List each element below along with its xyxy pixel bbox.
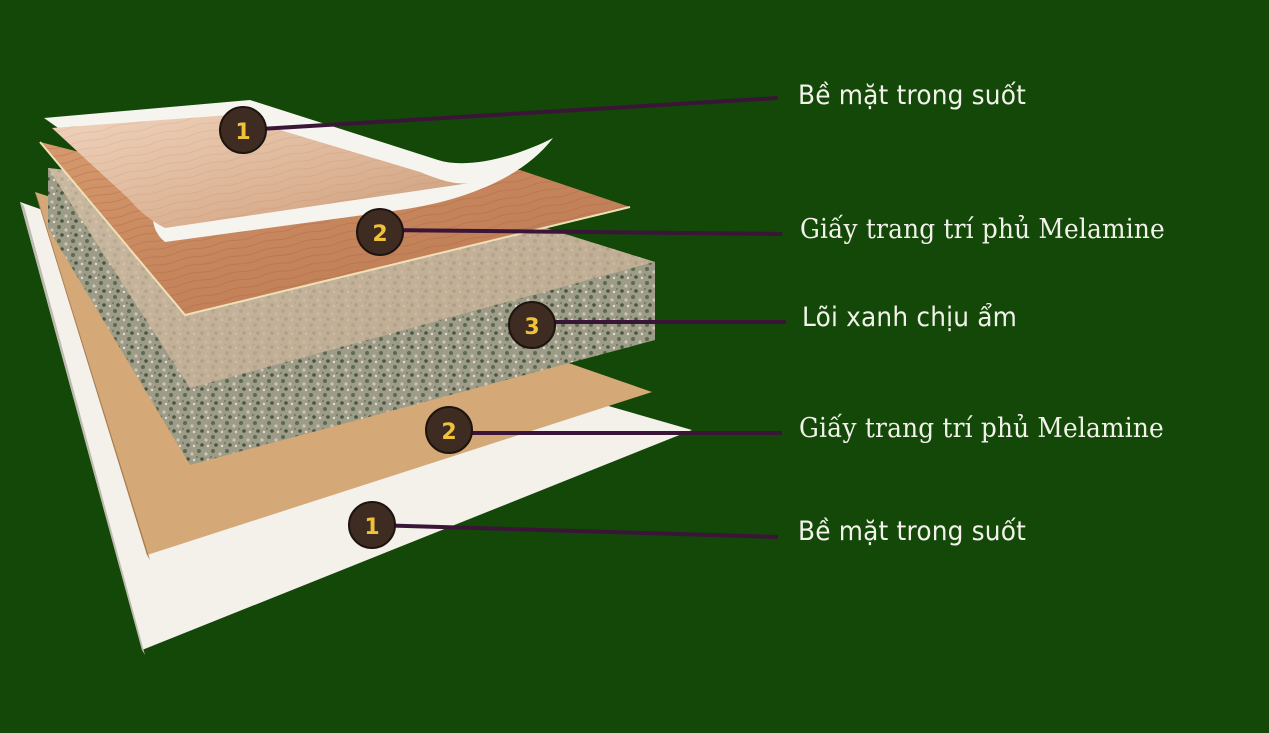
badge-2-top: 2 (356, 208, 404, 256)
core-front-face (48, 168, 190, 465)
badge-2-bottom: 2 (425, 406, 473, 454)
badge-1-top: 1 (219, 106, 267, 154)
badge-number: 1 (235, 120, 250, 145)
label-top-clear-surface: Bề mặt trong suốt (798, 80, 1027, 111)
label-moisture-resistant-core: Lõi xanh chịu ẩm (802, 302, 1018, 333)
label-bottom-melamine-paper: Giấy trang trí phủ Melamine (799, 413, 1164, 444)
badge-number: 2 (441, 420, 456, 445)
leader-line-5 (371, 523, 779, 539)
bottom-melamine-edge (35, 192, 150, 560)
bottom-clear-sheet-edge (20, 202, 145, 655)
badge-3-core: 3 (508, 301, 556, 349)
label-top-melamine-paper: Giấy trang trí phủ Melamine (800, 214, 1165, 245)
label-bottom-clear-surface: Bề mặt trong suốt (798, 516, 1027, 547)
badge-number: 3 (524, 315, 539, 340)
badge-number: 1 (364, 515, 379, 540)
leader-line-2 (379, 228, 783, 236)
leader-line-1 (242, 96, 779, 132)
badge-number: 2 (372, 222, 387, 247)
badge-1-bottom: 1 (348, 501, 396, 549)
